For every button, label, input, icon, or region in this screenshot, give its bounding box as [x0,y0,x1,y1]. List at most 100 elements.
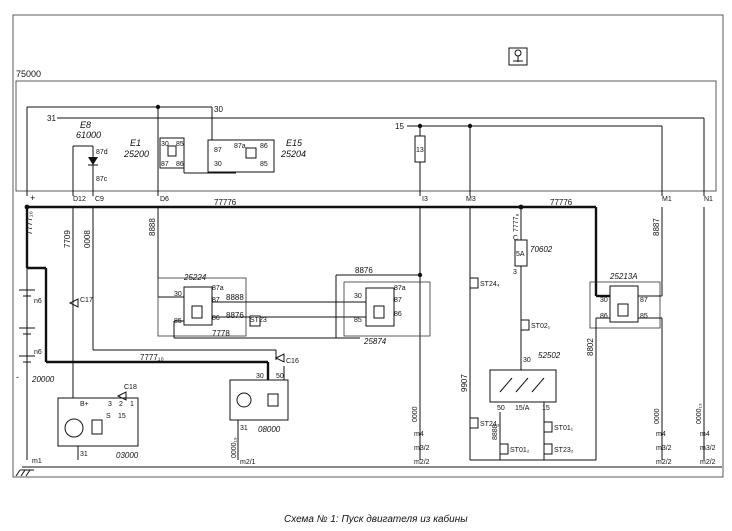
wire-8888-label-b: 8888 [226,293,244,302]
connector-m3: M3 [466,196,476,203]
starter-08000 [229,379,289,421]
e8-pin-87c: 87c [96,176,108,183]
relay-25213a [609,285,639,323]
relay1-pin-87: 87 [212,297,220,304]
alternator-pin-3: 3 [108,401,112,408]
relay2-pin-87: 87 [394,297,402,304]
e1-name: E1 [130,138,141,148]
marker-c18: C18 [124,384,137,391]
relay-25213a-code: 25213A [609,272,638,281]
starter-code: 08000 [258,425,281,434]
wire-8876-label: 8876 [226,311,244,320]
diagram-caption: Схема № 1: Пуск двигателя из кабины [284,513,468,525]
ground-m3-2-c: m3/2 [656,445,672,452]
fuse2-pin-3: 3 [513,269,517,276]
fuse-13-label: 13 [416,147,424,154]
ground-symbol-icon [15,469,34,477]
alternator-pin-2: 2 [119,401,123,408]
marker-c16: C16 [286,358,299,365]
relay2-pin-86: 86 [394,311,402,318]
alternator-icon [64,418,84,438]
wire-7777-8-label: 7777₈ [513,213,520,232]
relay2-pin-85: 85 [354,317,362,324]
ground-m4-d: m4 [700,431,710,438]
wire-7777-10-label-b: 7777₁₀ [140,353,164,362]
splice-st24-3: ST24₃ [480,421,500,428]
alternator-pin-bplus: B+ [80,401,89,408]
ground-m2-2-d: m2/2 [700,459,716,466]
relay1-pin-86: 86 [212,315,220,322]
relay2-pin-30: 30 [354,293,362,300]
wire-7777-10-label: 7777₁₀ [25,211,34,235]
wire-31-label: 31 [47,114,56,123]
e15-code: 25204 [280,149,306,159]
e1-relay [159,137,185,169]
starter-pin-30: 30 [256,373,264,380]
e15-pin-87: 87 [214,147,222,154]
splice-st02-1: ST02₁ [531,323,551,330]
relay3-pin-86: 86 [600,313,608,320]
ground-m3-2-d: m3/2 [700,445,716,452]
e1-pin-86: 86 [176,161,184,168]
splice-st23: ST23 [250,317,267,324]
ground-m2-1: m2/1 [240,459,256,466]
wire-30-label: 30 [214,105,223,114]
ground-m4-a: m1 [32,458,42,465]
wire-8802-label: 8802 [586,338,595,356]
wire-8888-label: 8888 [148,218,157,236]
diagram-border [12,14,724,478]
e15-pin-86: 86 [260,143,268,150]
wire-9907-label: 9907 [460,374,469,392]
e8-pin-87d: 87d [96,149,108,156]
ground-m4-b: m4 [414,431,424,438]
splice-st24-4: ST24₄ [480,281,500,288]
wire-7778-label: 7778 [212,329,230,338]
wire-0000-label-b: 0000 [654,408,661,424]
e15-pin-85: 85 [260,161,268,168]
starter-pin-50: 50 [276,373,284,380]
wire-77776-label: 77776 [214,198,237,207]
relay3-pin-30: 30 [600,297,608,304]
switch-pin-15a: 15/A [515,405,530,412]
fuse-70602 [514,239,528,267]
wire-8888-label-c: 8888 [492,424,499,440]
battery-minus: - [16,372,19,382]
connector-c9: C9 [95,196,104,203]
ground-m3-2-b: m3/2 [414,445,430,452]
starter-pin-31: 31 [240,425,248,432]
connector-i3: I3 [422,196,428,203]
e15-pin-30: 30 [214,161,222,168]
connector-d6: D6 [160,196,169,203]
ignition-key-icon [508,47,528,66]
switch-pin-50: 50 [497,405,505,412]
wire-15-label: 15 [395,122,404,131]
relay-25874 [365,287,395,327]
fuse2-pin-5a: 5A [516,251,525,258]
relay3-pin-87: 87 [640,297,648,304]
ground-m2-2-b: m2/2 [414,459,430,466]
switch-pin-15: 15 [542,405,550,412]
wire-77776-label-b: 77776 [550,198,573,207]
relay1-pin-30: 30 [174,291,182,298]
e15-pin-87a: 87a [234,143,246,150]
e1-pin-85: 85 [176,141,184,148]
splice-st23-2: ST23₂ [554,447,574,454]
alternator-pin-15: 15 [118,413,126,420]
alternator-code: 03000 [116,451,139,460]
wire-0000-19-label: 0000₁₉ [231,437,238,458]
connector-d12: D12 [73,196,86,203]
alternator-pin-31: 31 [80,451,88,458]
relay3-pin-85: 85 [640,313,648,320]
frame-label: 75000 [16,69,41,79]
battery-code: 20000 [31,375,55,384]
e8-code: 61000 [76,130,101,140]
alternator-pin-s: S [106,413,111,420]
e1-pin-30: 30 [161,141,169,148]
relay1-pin-87a: 87a [212,285,224,292]
relay-25224 [183,286,213,326]
wire-0008-label: 0008 [83,230,92,248]
relay-25224-code: 25224 [183,273,207,282]
wire-0000-label-a: 0000 [412,406,419,422]
ground-m4-c: m4 [656,431,666,438]
